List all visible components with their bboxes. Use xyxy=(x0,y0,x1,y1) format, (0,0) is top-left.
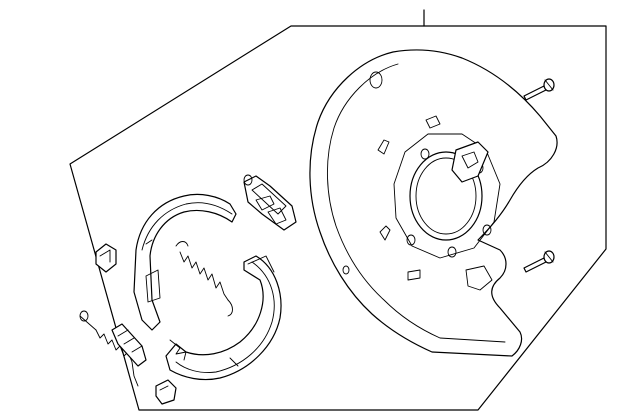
clip-icon xyxy=(155,379,177,405)
clip-icon xyxy=(95,243,117,273)
hold-down-spring-icon xyxy=(79,310,139,387)
assembly-frame xyxy=(69,25,607,411)
adjuster-icon xyxy=(243,174,297,231)
return-spring-icon xyxy=(169,339,187,361)
return-spring-icon xyxy=(175,241,233,317)
bolt-icon xyxy=(523,78,555,101)
brake-shoe-icon xyxy=(165,255,282,381)
bolt-icon xyxy=(523,250,555,273)
backing-plate-icon xyxy=(309,49,558,357)
strut-icon xyxy=(111,323,147,367)
brake-shoe-icon xyxy=(133,193,237,331)
